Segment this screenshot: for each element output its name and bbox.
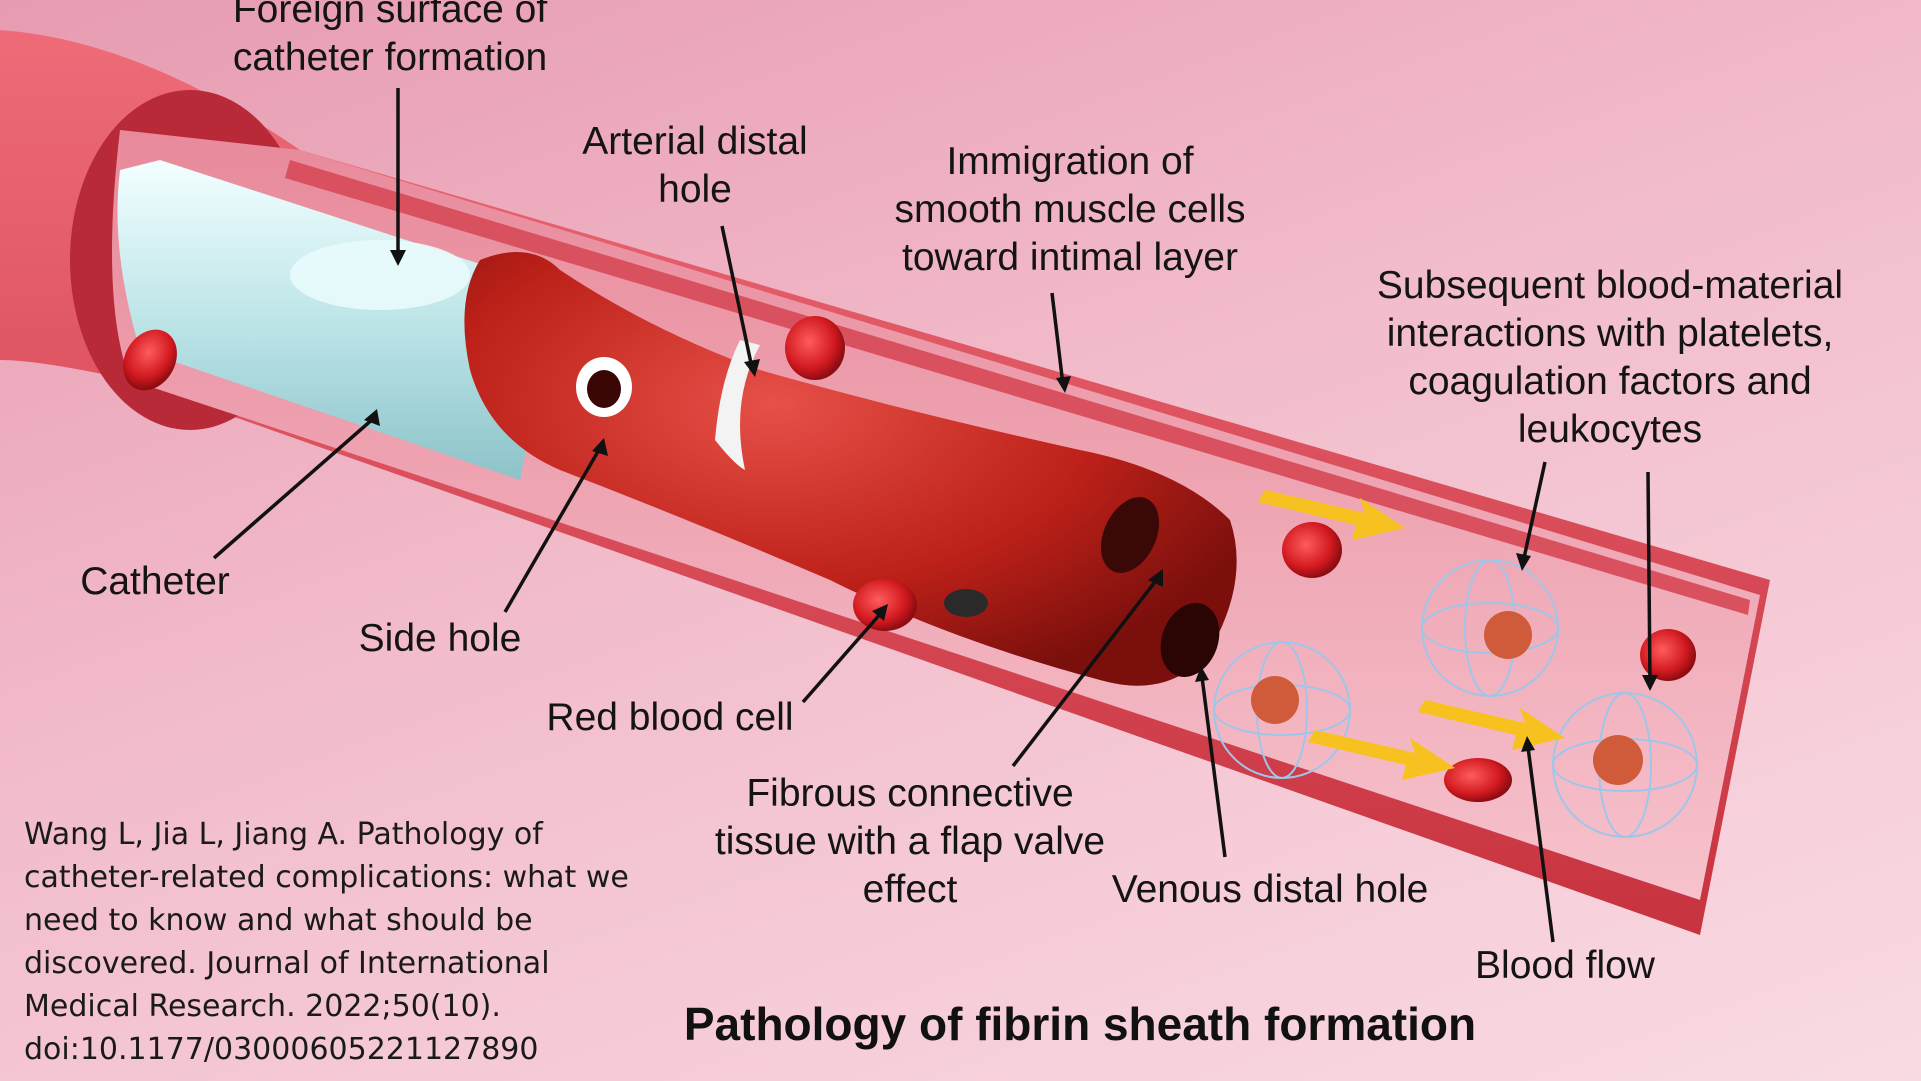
citation: Wang L, Jia L, Jiang A. Pathology of cat… xyxy=(24,813,664,1071)
platelet xyxy=(944,589,988,617)
red-blood-cell xyxy=(785,316,845,380)
label-arterial-distal-hole: Arterial distal hole xyxy=(545,118,845,214)
label-fibrous: Fibrous connective tissue with a flap va… xyxy=(685,770,1135,914)
label-foreign-surface: Foreign surface of catheter formation xyxy=(200,0,580,82)
leukocyte xyxy=(1251,676,1299,724)
label-subsequent: Subsequent blood-material interactions w… xyxy=(1340,262,1880,454)
label-red-blood-cell: Red blood cell xyxy=(530,694,810,742)
label-catheter: Catheter xyxy=(60,558,250,606)
side-hole-opening xyxy=(587,370,621,408)
leukocyte xyxy=(1593,735,1643,785)
label-venous-distal-hole: Venous distal hole xyxy=(1095,866,1445,914)
red-blood-cell xyxy=(853,579,917,631)
label-blood-flow: Blood flow xyxy=(1455,942,1675,990)
red-blood-cell xyxy=(1444,758,1512,802)
label-side-hole: Side hole xyxy=(340,615,540,663)
leader-blood-flow-upper xyxy=(1648,472,1650,683)
leukocyte xyxy=(1484,611,1532,659)
leader-catheter xyxy=(214,418,374,558)
catheter-foreign-surface xyxy=(290,240,470,310)
red-blood-cell xyxy=(1282,522,1342,578)
diagram-title: Pathology of fibrin sheath formation xyxy=(640,997,1520,1051)
label-immigration: Immigration of smooth muscle cells towar… xyxy=(870,138,1270,282)
